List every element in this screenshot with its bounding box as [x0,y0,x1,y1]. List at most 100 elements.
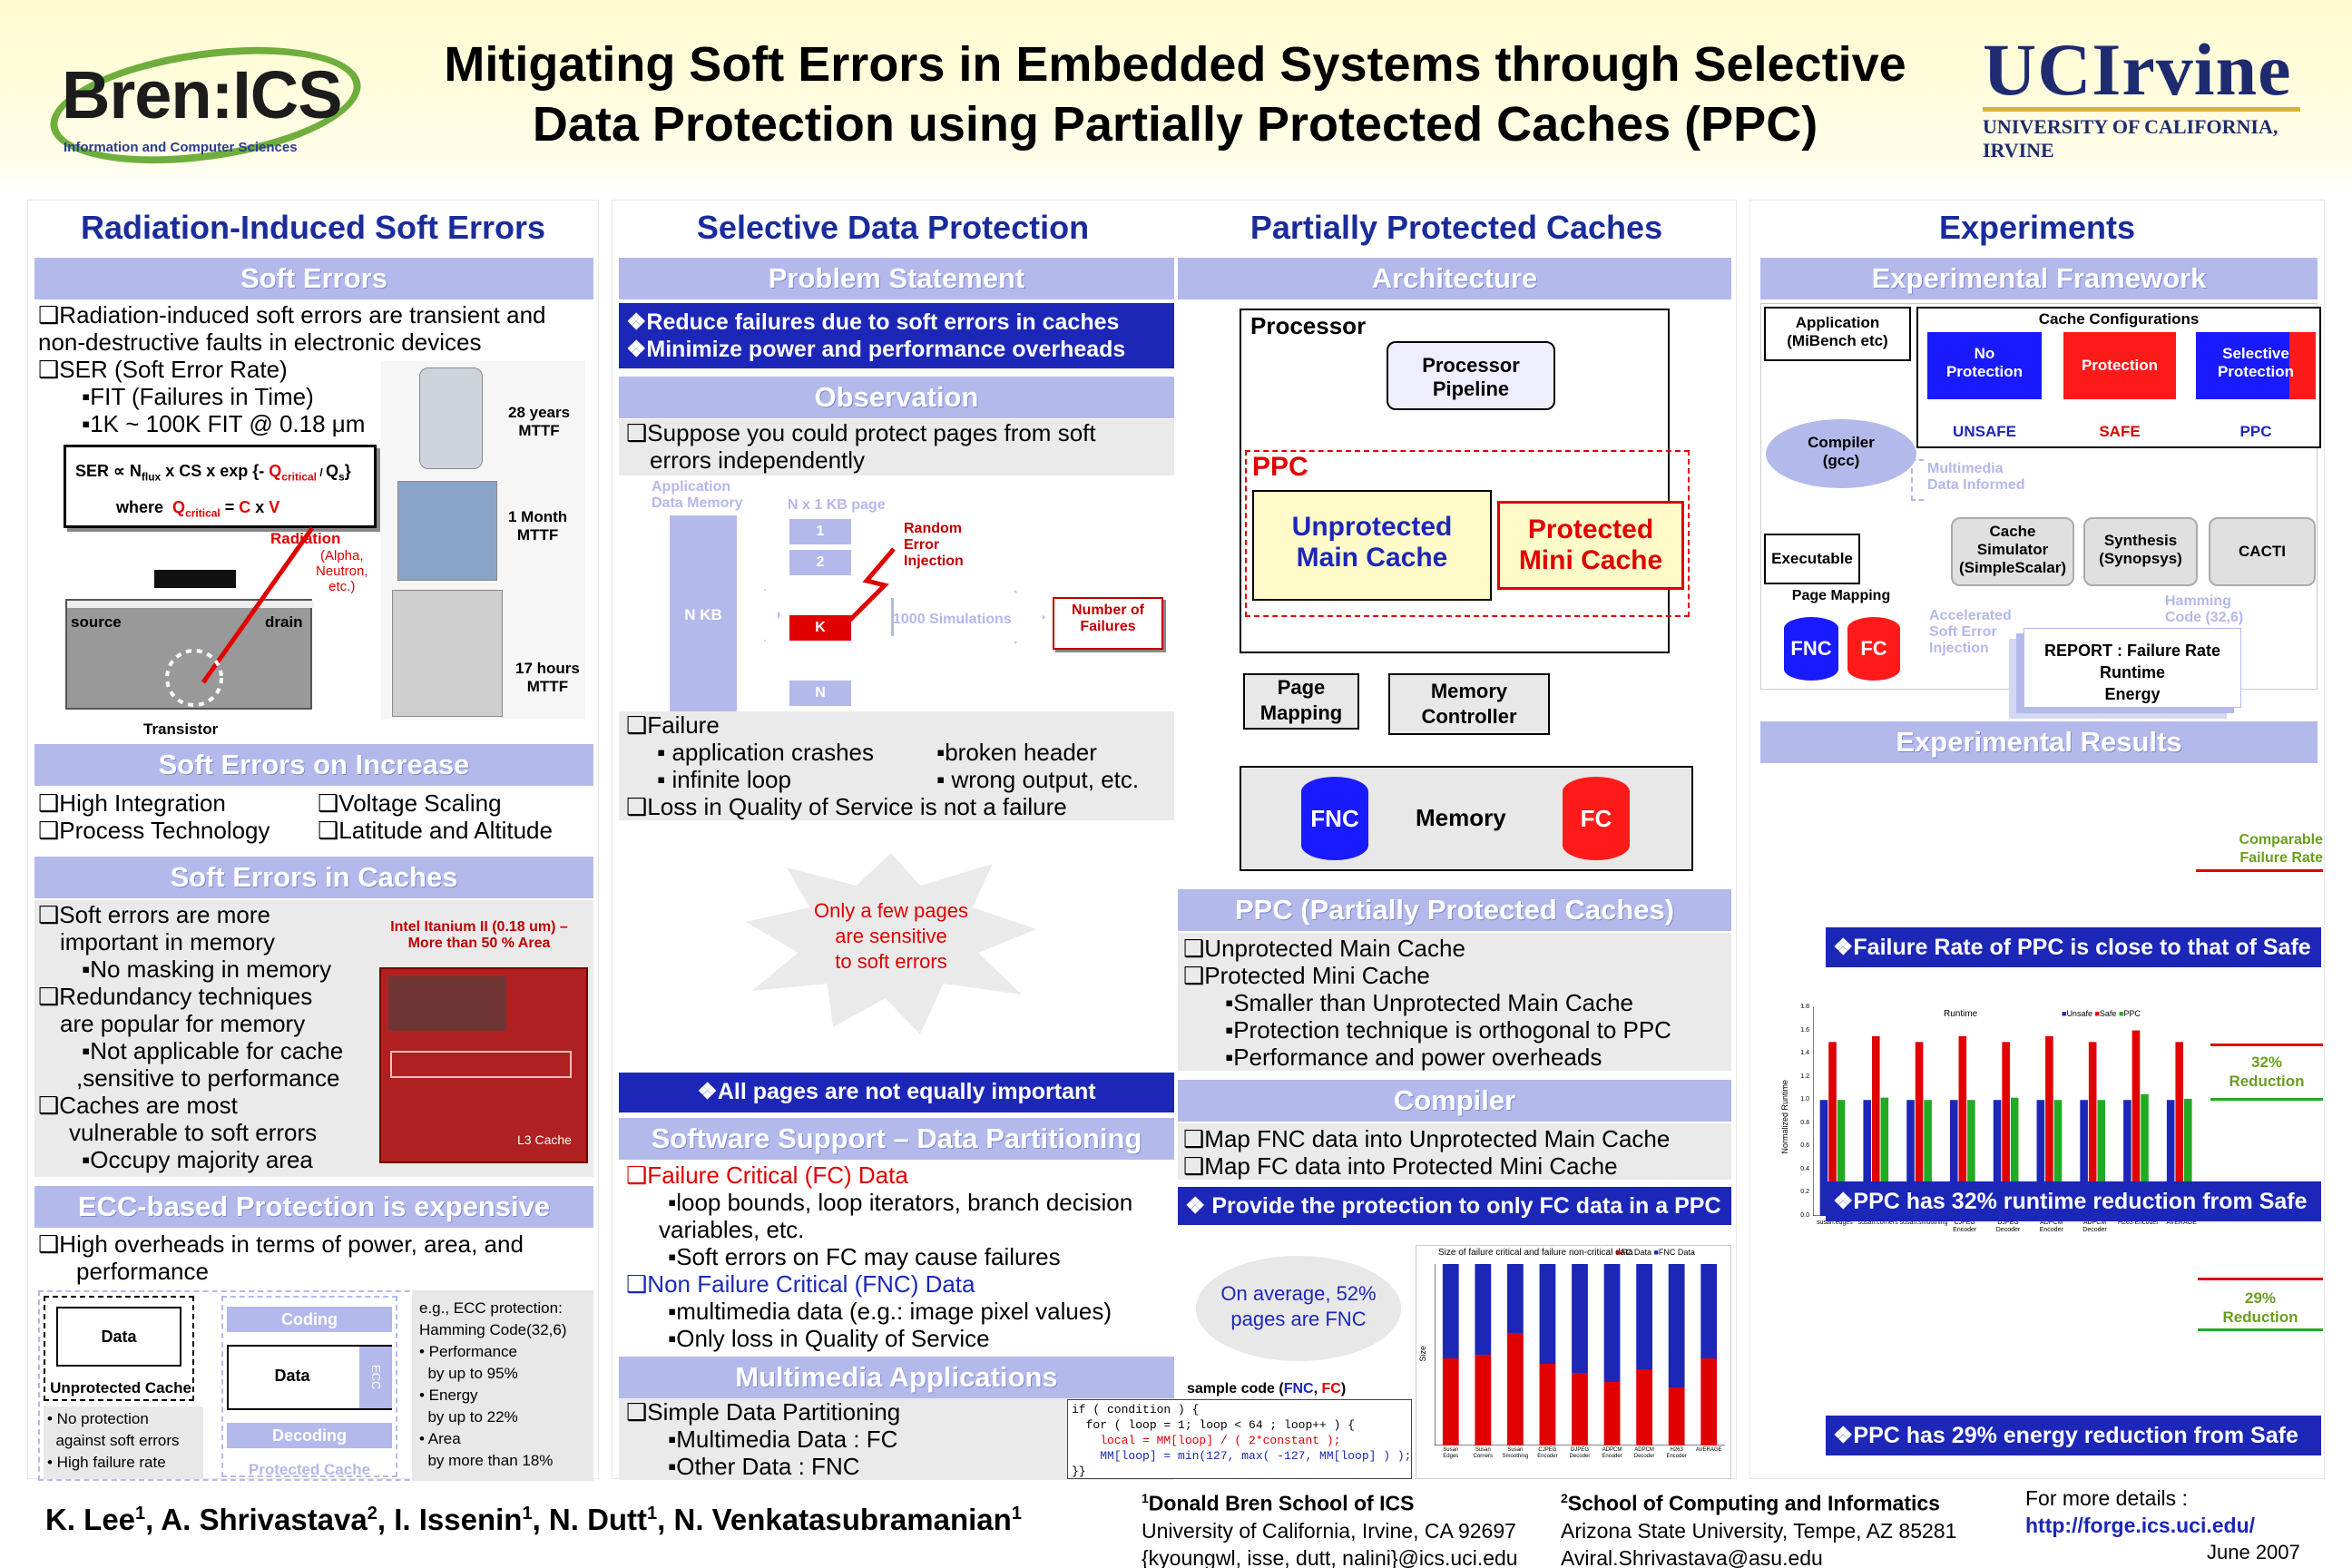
compiler-gcc: Compiler (gcc) [1766,419,1916,488]
fcfnc-x-tick: ADPCM Encoder [1602,1447,1622,1459]
runtime-y-tick: 0.4 [1800,1165,1809,1172]
runtime-bar [1828,1042,1837,1216]
band-ppc: PPC (Partially Protected Caches) [1178,889,1731,931]
runtime-x-tick: H263 Encoder [2117,1220,2159,1226]
runtime-y-tick: 0.2 [1800,1189,1809,1196]
page-mapping-box: Page Mapping [1243,673,1359,730]
band-ecc-expensive: ECC-based Protection is expensive [34,1186,593,1228]
fcfnc-x-tick: ADPCM Decoder [1633,1447,1655,1459]
band-software-support: Software Support – Data Partitioning [619,1118,1174,1160]
config-selective-protection[interactable]: Selective Protection [2196,332,2316,399]
runtime-bar [1880,1097,1889,1216]
fcfnc-x-tick: AVERAGE [1695,1447,1722,1453]
fcfnc-legend: ■FC Data ■FNC Data [1616,1248,1695,1257]
runtime-plot [1813,1007,2203,1216]
fcfnc-x-tick: H263 Encoder [1666,1447,1687,1459]
fnc-cylinder: FNC [1301,777,1368,860]
fcfnc-bar [1700,1264,1718,1358]
runtime-bar [2132,1030,2141,1216]
runtime-y-tick: 0.6 [1800,1142,1809,1150]
project-url[interactable]: http://forge.ics.uci.edu/ [2025,1514,2256,1537]
provide-fc-protection: ❖ Provide the protection to only FC data… [1178,1187,1731,1225]
sensitive-page: K [789,615,851,641]
config-no-protection[interactable]: No Protection [1927,332,2042,399]
section-title-selective: Selective Data Protection [696,209,1090,246]
fcfnc-x-tick: Susan Smoothing [1502,1447,1529,1459]
processor-pipeline: Processor Pipeline [1387,341,1555,410]
poster-title: Mitigating Soft Errors in Embedded Syste… [444,37,1906,152]
section-title-ppc: Partially Protected Caches [1250,209,1663,246]
result-failure-rate: ❖Failure Rate of PPC is close to that of… [1826,927,2321,967]
fcfnc-bar [1572,1373,1588,1446]
runtime-bar [2183,1098,2192,1216]
runtime-x-tick: AVERAGE [2166,1220,2197,1226]
fcfnc-bar [1636,1264,1652,1369]
band-multimedia: Multimedia Applications [619,1357,1174,1398]
runtime-bar [2175,1042,2184,1216]
result-runtime: ❖PPC has 32% runtime reduction from Safe [1826,1181,2321,1221]
runtime-x-tick: susan.edges [1817,1220,1853,1226]
authors: K. Lee1, A. Shrivastava2, I. Issenin1, N… [45,1503,1022,1536]
runtime-bar [1958,1035,1967,1216]
average-fnc-callout: On average, 52% pages are FNC [1196,1256,1401,1361]
config-protection[interactable]: Protection [2063,332,2176,399]
fcfnc-bar [1475,1355,1492,1446]
runtime-bar [2002,1042,2010,1216]
uci-logo: UCIrvine [1983,28,2292,111]
runtime-bar [2097,1100,2106,1216]
fcfnc-bar [1507,1264,1524,1333]
band-problem: Problem Statement [619,258,1174,299]
header-band [0,0,2352,195]
runtime-x-tick: susan.corners [1857,1220,1898,1226]
itanium-die-image: L3 Cache [379,967,588,1163]
cacti-tool: CACTI [2209,517,2316,586]
runtime-bar [1924,1100,1932,1216]
transistor-gate [154,570,236,588]
fcfnc-bar [1442,1358,1459,1446]
runtime-bar [1949,1100,1958,1216]
sample-code: if ( condition ) { for ( loop = 1; loop … [1067,1399,1412,1479]
fcfnc-bar [1539,1364,1556,1446]
band-architecture: Architecture [1178,258,1731,299]
fcfnc-bar [1572,1264,1588,1373]
ser-formula-box: SER ∝ Nflux x CS x exp {- Qcritical / Qs… [64,445,377,528]
bren-ics-logo: Bren:ICS Information and Computer Scienc… [43,29,370,181]
runtime-bar [2166,1100,2175,1216]
server-rack-icon [392,590,503,717]
fc-cylinder: FC [1563,777,1630,860]
failures-box: Number of Failures [1053,597,1163,650]
band-framework: Experimental Framework [1760,258,2318,299]
runtime-bar [2088,1042,2097,1216]
affiliation-uci: 1Donald Bren School of ICS University of… [1142,1491,1518,1568]
protected-mini-cache: Protected Mini Cache [1497,501,1684,590]
section-title-radiation: Radiation-Induced Soft Errors [80,209,546,246]
lightning-icon [847,547,896,623]
fcfnc-bar [1636,1369,1652,1446]
runtime-bar [2036,1100,2045,1216]
runtime-bar [1906,1100,1915,1216]
application-box: Application (MiBench etc) [1764,307,1911,361]
radiation-strike-icon [165,526,314,707]
runtime-y-tick: 1.0 [1800,1096,1809,1103]
fcfnc-bar [1668,1387,1685,1446]
synthesis-tool: Synthesis (Synopsys) [2083,517,2198,586]
transistor-diagram: source drain [65,526,314,710]
memory-controller: Memory Controller [1388,673,1550,735]
runtime-y-tick: 0.0 [1800,1212,1809,1219]
fcfnc-x-tick: Susan Corners [1473,1447,1493,1459]
runtime-bar [2141,1093,2149,1216]
runtime-y-tick: 0.8 [1800,1119,1809,1126]
pda-icon [419,368,483,469]
band-soft-errors-caches: Soft Errors in Caches [34,857,593,898]
runtime-bar [2045,1035,2053,1216]
fcfnc-bar [1442,1264,1459,1358]
runtime-legend: ■Unsafe ■Safe ■PPC [2062,1009,2141,1018]
report-box: REPORT : Failure Rate Runtime Energy [2024,628,2241,708]
protected-data-box: Data ECC [227,1345,392,1410]
runtime-bar [2080,1100,2088,1216]
fcfnc-bar [1668,1264,1685,1387]
fcfnc-bar [1475,1264,1492,1355]
soft-errors-def: ❑Radiation-induced soft errors are trans… [38,301,546,356]
fcfnc-x-tick: Susan Edges [1443,1447,1459,1459]
runtime-y-tick: 1.4 [1800,1050,1809,1057]
